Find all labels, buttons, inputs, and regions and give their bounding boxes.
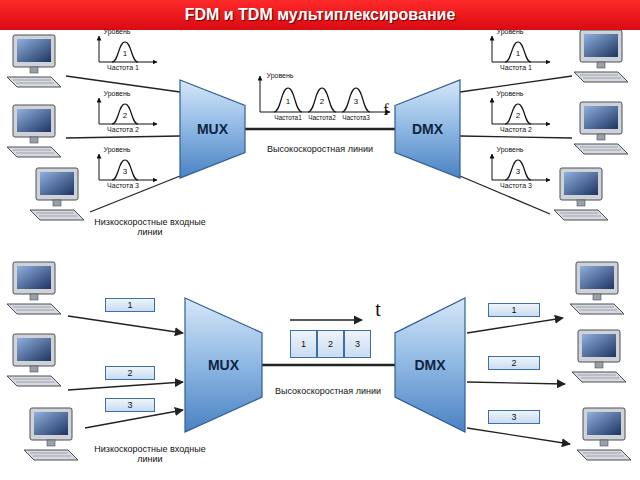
input-line [66,76,180,92]
computer-icon [30,168,84,220]
graph-label: 2 [516,112,520,121]
trunk-line [245,128,395,131]
input-line [68,382,183,390]
channel-box: 1 [488,303,540,317]
graph-label: 1 [123,50,127,59]
frame-slot: 2 [317,330,344,358]
input-line [68,316,183,333]
graph-label: Уровень [497,146,524,154]
input-line [90,176,180,212]
graph-label: Уровень [497,28,524,36]
trunk-line [262,364,395,367]
spectrum-graph [492,98,550,124]
title-bar: FDM и TDM мультиплексирование [0,0,640,30]
input-line [85,410,183,428]
device-name: DMX [414,358,445,372]
computer-icon [574,102,628,154]
spectrum-graph [492,154,550,180]
device-name: MUX [208,358,239,372]
graph-label: Частота3 [342,114,370,121]
spectrum-graph [99,154,157,180]
frame-slot: 1 [290,330,317,358]
graph-label: Уровень [497,90,524,98]
graph-label: 2 [123,112,127,121]
graph-label: Частота 2 [107,126,139,134]
input-line [460,136,572,138]
line-caption: Низкоскоростные входные линии [94,445,206,465]
channel-number: 3 [355,340,360,349]
graph-label: 3 [354,98,358,107]
computer-icon [7,105,61,157]
spectrum-graph [99,36,157,62]
line-caption: Низкоскоростные входные линии [94,218,206,238]
channel-number: 3 [127,401,132,410]
graph-label: Частота 3 [107,182,139,190]
computer-icon [577,408,631,460]
computer-icon [7,262,61,314]
graph-label: Частота 2 [500,126,532,134]
graph-label: Частота 1 [500,64,532,72]
axis-symbol: f [383,101,388,119]
graph-label: 2 [320,98,324,107]
channel-number: 2 [127,369,132,378]
graph-label: Уровень [104,28,131,36]
graph-label: Уровень [104,146,131,154]
device-name: DMX [412,122,443,136]
spectrum-graph [99,98,157,124]
line-caption: Высокоскоростная линии [264,145,376,155]
computer-icon [7,35,61,87]
line-caption: Высокоскоростная линии [272,387,384,397]
spectrum-graph [260,76,390,112]
computer-icon [24,408,78,460]
channel-box: 3 [488,410,540,424]
spectrum-graph [492,36,550,62]
computer-icon [7,334,61,386]
channel-number: 1 [127,301,132,310]
channel-number: 2 [511,359,516,368]
channel-number: 2 [328,340,333,349]
mux-trapezoid: MUX [185,298,262,432]
axis-symbol: t [375,298,381,320]
input-line [467,382,565,384]
device-name: MUX [197,122,228,136]
channel-number: 3 [511,413,516,422]
channel-box: 2 [488,356,540,370]
graph-label: Частота2 [308,114,336,121]
input-line [467,428,570,444]
frame-slot: 3 [344,330,371,358]
computer-icon [570,262,624,314]
demux-trapezoid: DMX [395,298,465,432]
graph-label: Уровень [104,90,131,98]
graph-label: 1 [516,50,520,59]
graph-label: 3 [123,168,127,177]
input-line [290,319,362,320]
graph-label: Уровень [267,72,294,80]
title-text: FDM и TDM мультиплексирование [185,6,456,24]
channel-box: 2 [105,366,155,380]
channel-box: 3 [105,398,155,412]
graph-label: 3 [516,168,520,177]
channel-number: 1 [511,306,516,315]
computer-icon [572,330,626,382]
input-line [467,318,563,333]
channel-box: 1 [105,298,155,312]
graph-label: Частота1 [274,114,302,121]
computer-icon [554,168,608,220]
input-line [460,76,572,92]
graph-label: Частота 1 [107,64,139,72]
computer-icon [574,30,628,82]
channel-number: 1 [301,340,306,349]
mux-trapezoid: MUX [180,80,245,178]
input-line [66,136,180,138]
demux-trapezoid: DMX [395,80,460,178]
input-line [460,176,550,214]
graph-label: 1 [286,98,290,107]
graph-label: Частота 3 [500,182,532,190]
